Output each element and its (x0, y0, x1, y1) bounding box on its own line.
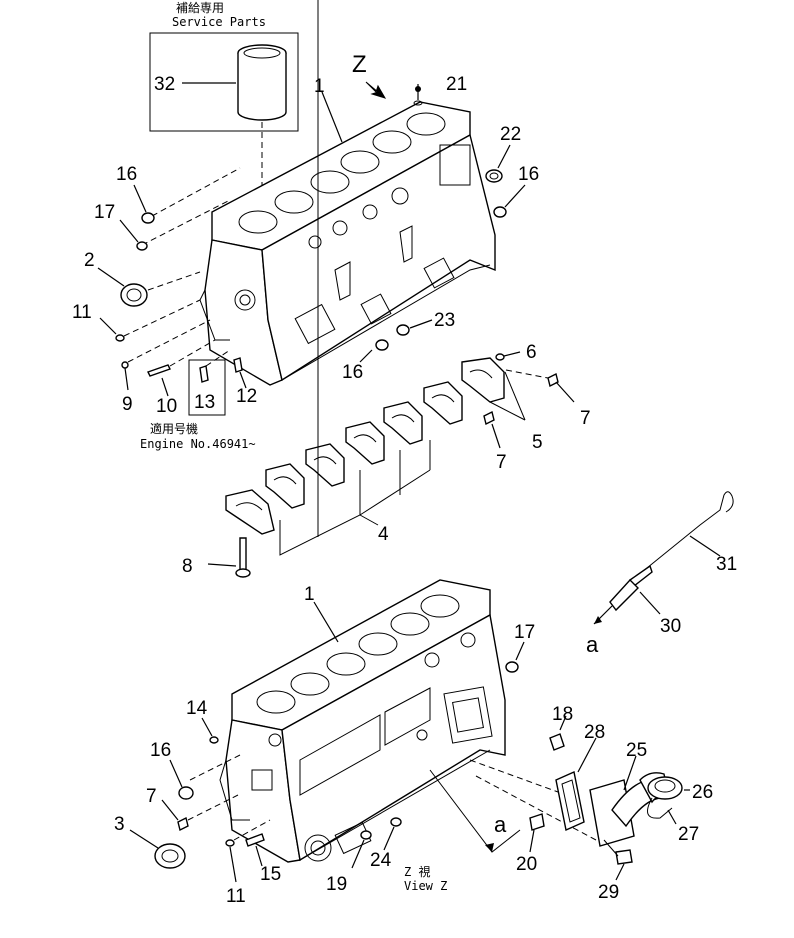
callout-7-lower: 7 (146, 786, 157, 807)
applicable-jp: 適用号機 (150, 421, 198, 436)
z-marker: Z (352, 51, 367, 78)
callout-10: 10 (156, 396, 177, 417)
callout-1-upper: 1 (314, 76, 325, 97)
callout-21: 21 (446, 74, 467, 95)
callout-16-upper-mid: 16 (342, 362, 363, 383)
callout-11-lower: 11 (226, 886, 246, 907)
callout-27: 27 (678, 824, 699, 845)
cap-bolt-8 (235, 537, 251, 578)
callout-16-upper-right: 16 (518, 164, 539, 185)
callout-14: 14 (186, 698, 208, 719)
callout-17-upper: 17 (94, 202, 115, 223)
rear-seal-3 (154, 843, 186, 869)
callout-15: 15 (260, 864, 281, 885)
callout-20: 20 (516, 854, 537, 875)
callout-7-caps-lower: 7 (496, 452, 507, 473)
callout-12: 12 (236, 386, 257, 407)
callout-13: 13 (194, 392, 215, 413)
callout-9: 9 (122, 394, 133, 415)
callout-17-lower: 17 (514, 622, 535, 643)
dipstick (609, 491, 734, 612)
lower-cylinder-block (219, 579, 506, 863)
callout-5: 5 (532, 432, 543, 453)
callout-31: 31 (716, 554, 737, 575)
callout-25: 25 (626, 740, 647, 761)
callout-1-lower: 1 (304, 584, 315, 605)
callout-16-lower: 16 (150, 740, 171, 761)
marker-a-upper: a (586, 632, 599, 657)
callout-2: 2 (84, 250, 95, 271)
callout-11-upper: 11 (72, 302, 92, 323)
callout-28: 28 (584, 722, 605, 743)
applicable-en: Engine No.46941~ (140, 437, 256, 451)
service-parts-jp: 補給専用 (176, 1, 224, 15)
callout-4: 4 (378, 524, 389, 545)
callout-23: 23 (434, 310, 455, 331)
view-z-en: View Z (404, 879, 447, 893)
upper-cylinder-block (199, 101, 496, 386)
callout-18: 18 (552, 704, 573, 725)
gasket-28 (555, 771, 585, 831)
main-bearing-caps (225, 357, 505, 535)
callout-26: 26 (692, 782, 713, 803)
callout-6: 6 (526, 342, 537, 363)
plug-22 (485, 169, 503, 183)
callout-24: 24 (370, 850, 392, 871)
view-z-jp: Z 視 (404, 864, 430, 879)
callout-labels: 32 1 21 22 16 16 17 2 11 23 16 6 9 10 13… (72, 74, 737, 907)
callout-8: 8 (182, 556, 193, 577)
service-parts-en: Service Parts (172, 15, 266, 29)
callout-7-caps: 7 (580, 408, 591, 429)
callout-30: 30 (660, 616, 681, 637)
marker-a-lower: a (494, 812, 507, 837)
callout-22: 22 (500, 124, 521, 145)
callout-16-upper-left: 16 (116, 164, 137, 185)
service-parts-frame (149, 32, 299, 132)
filler-cap-26 (647, 776, 683, 800)
callout-19: 19 (326, 874, 347, 895)
front-seal-2 (120, 283, 148, 307)
view-z-arrow: Z (352, 51, 387, 99)
callout-29: 29 (598, 882, 619, 903)
cylinder-liner-icon (237, 44, 287, 121)
callout-3: 3 (114, 814, 125, 835)
callout-32: 32 (154, 74, 175, 95)
